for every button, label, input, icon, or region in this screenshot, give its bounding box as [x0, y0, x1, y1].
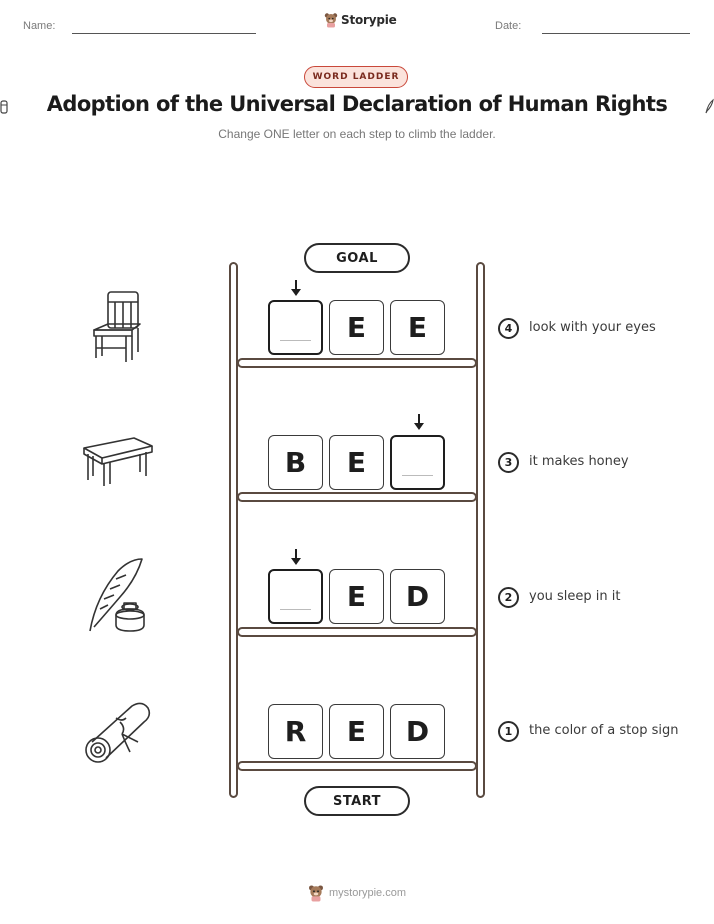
clue-text: the color of a stop sign [529, 723, 679, 738]
bear-mascot-icon [324, 13, 338, 28]
goal-label: GOAL [304, 243, 410, 273]
letter-tile-blank[interactable] [268, 300, 323, 355]
ladder-rung [237, 358, 477, 368]
instructions: Change ONE letter on each step to climb … [218, 127, 496, 141]
footer-url: mystorypie.com [329, 887, 407, 899]
scroll-icon [85, 702, 151, 763]
letter-tile: E [329, 300, 384, 355]
ladder-rung [237, 627, 477, 637]
change-letter-arrow-icon [414, 414, 424, 430]
change-letter-arrow-icon [291, 280, 301, 296]
footer: mystorypie.com [308, 884, 406, 902]
letter-tile: E [329, 704, 384, 759]
start-label: START [304, 786, 410, 816]
letter-tile: R [268, 704, 323, 759]
name-label: Name: [23, 20, 56, 32]
clue-text: look with your eyes [529, 320, 656, 335]
brand-name: Storypie [341, 13, 397, 27]
page-title: Adoption of the Universal Declaration of… [46, 92, 668, 116]
letter-tile: D [390, 704, 445, 759]
date-field[interactable] [542, 33, 690, 34]
ladder-right-rail [476, 262, 485, 798]
scroll-decoration-icon [0, 100, 8, 114]
change-letter-arrow-icon [291, 549, 301, 565]
clue-text: it makes honey [529, 454, 629, 469]
letter-tile: E [329, 569, 384, 624]
step-number: 3 [498, 452, 519, 473]
step-number: 4 [498, 318, 519, 339]
name-field[interactable] [72, 33, 256, 34]
ladder-left-rail [229, 262, 238, 798]
bear-mascot-icon [309, 885, 323, 902]
ladder-rung [237, 761, 477, 771]
date-label: Date: [495, 20, 522, 32]
chair-icon [93, 291, 141, 362]
feather-decoration-icon [705, 98, 714, 114]
clue-text: you sleep in it [529, 589, 621, 604]
letter-tile: D [390, 569, 445, 624]
ladder-rung [237, 492, 477, 502]
storypie-logo: Storypie [324, 12, 397, 28]
letter-tile-blank[interactable] [268, 569, 323, 624]
letter-tile-blank[interactable] [390, 435, 445, 490]
step-number: 1 [498, 721, 519, 742]
activity-badge: WORD LADDER [304, 66, 408, 88]
step-number: 2 [498, 587, 519, 608]
quill-and-inkwell-icon [89, 558, 145, 632]
letter-tile: E [329, 435, 384, 490]
table-icon [83, 437, 153, 486]
letter-tile: B [268, 435, 323, 490]
letter-tile: E [390, 300, 445, 355]
